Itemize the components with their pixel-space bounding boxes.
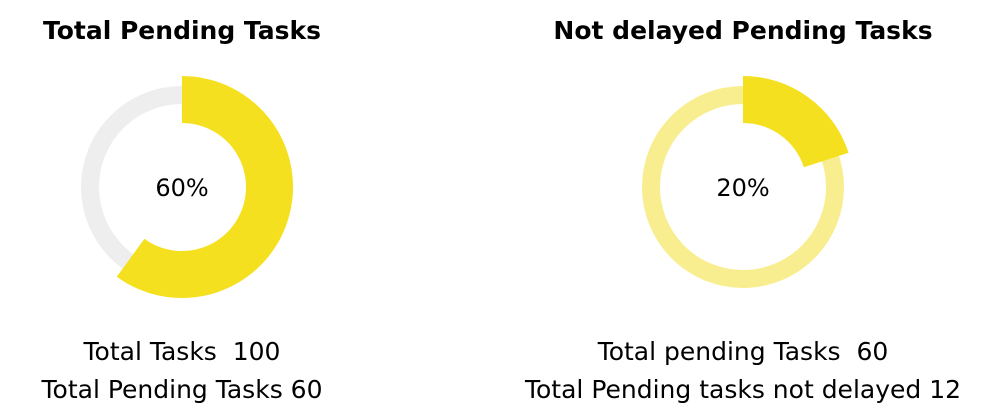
footer-line-2: Total Pending Tasks 60 [0, 375, 432, 404]
value: 60 [856, 337, 889, 366]
donut: 60% [81, 76, 293, 298]
footer-line-1: Total pending Tasks 60 [493, 337, 993, 366]
value: 100 [232, 337, 281, 366]
chart-title: Total Pending Tasks [42, 16, 322, 45]
donut-value-arc [743, 76, 849, 168]
value: 12 [929, 375, 962, 404]
chart-not-delayed: Not delayed Pending Tasks 20% Total pend… [493, 0, 993, 418]
donut: 20% [642, 76, 849, 288]
footer-line-2: Total Pending tasks not delayed 12 [493, 375, 993, 404]
donut-center-label: 20% [716, 174, 769, 202]
chart-title: Not delayed Pending Tasks [553, 16, 933, 45]
donut-value-arc [116, 76, 293, 298]
label: Total Pending Tasks [41, 375, 283, 404]
footer-line-1: Total Tasks 100 [0, 337, 432, 366]
chart-total-pending: Total Pending Tasks 60% Total Tasks 100 … [0, 0, 432, 418]
donut-center-label: 60% [155, 174, 208, 202]
label: Total pending Tasks [597, 337, 841, 366]
label: Total Pending tasks not delayed [524, 375, 922, 404]
value: 60 [290, 375, 323, 404]
label: Total Tasks [83, 337, 217, 366]
